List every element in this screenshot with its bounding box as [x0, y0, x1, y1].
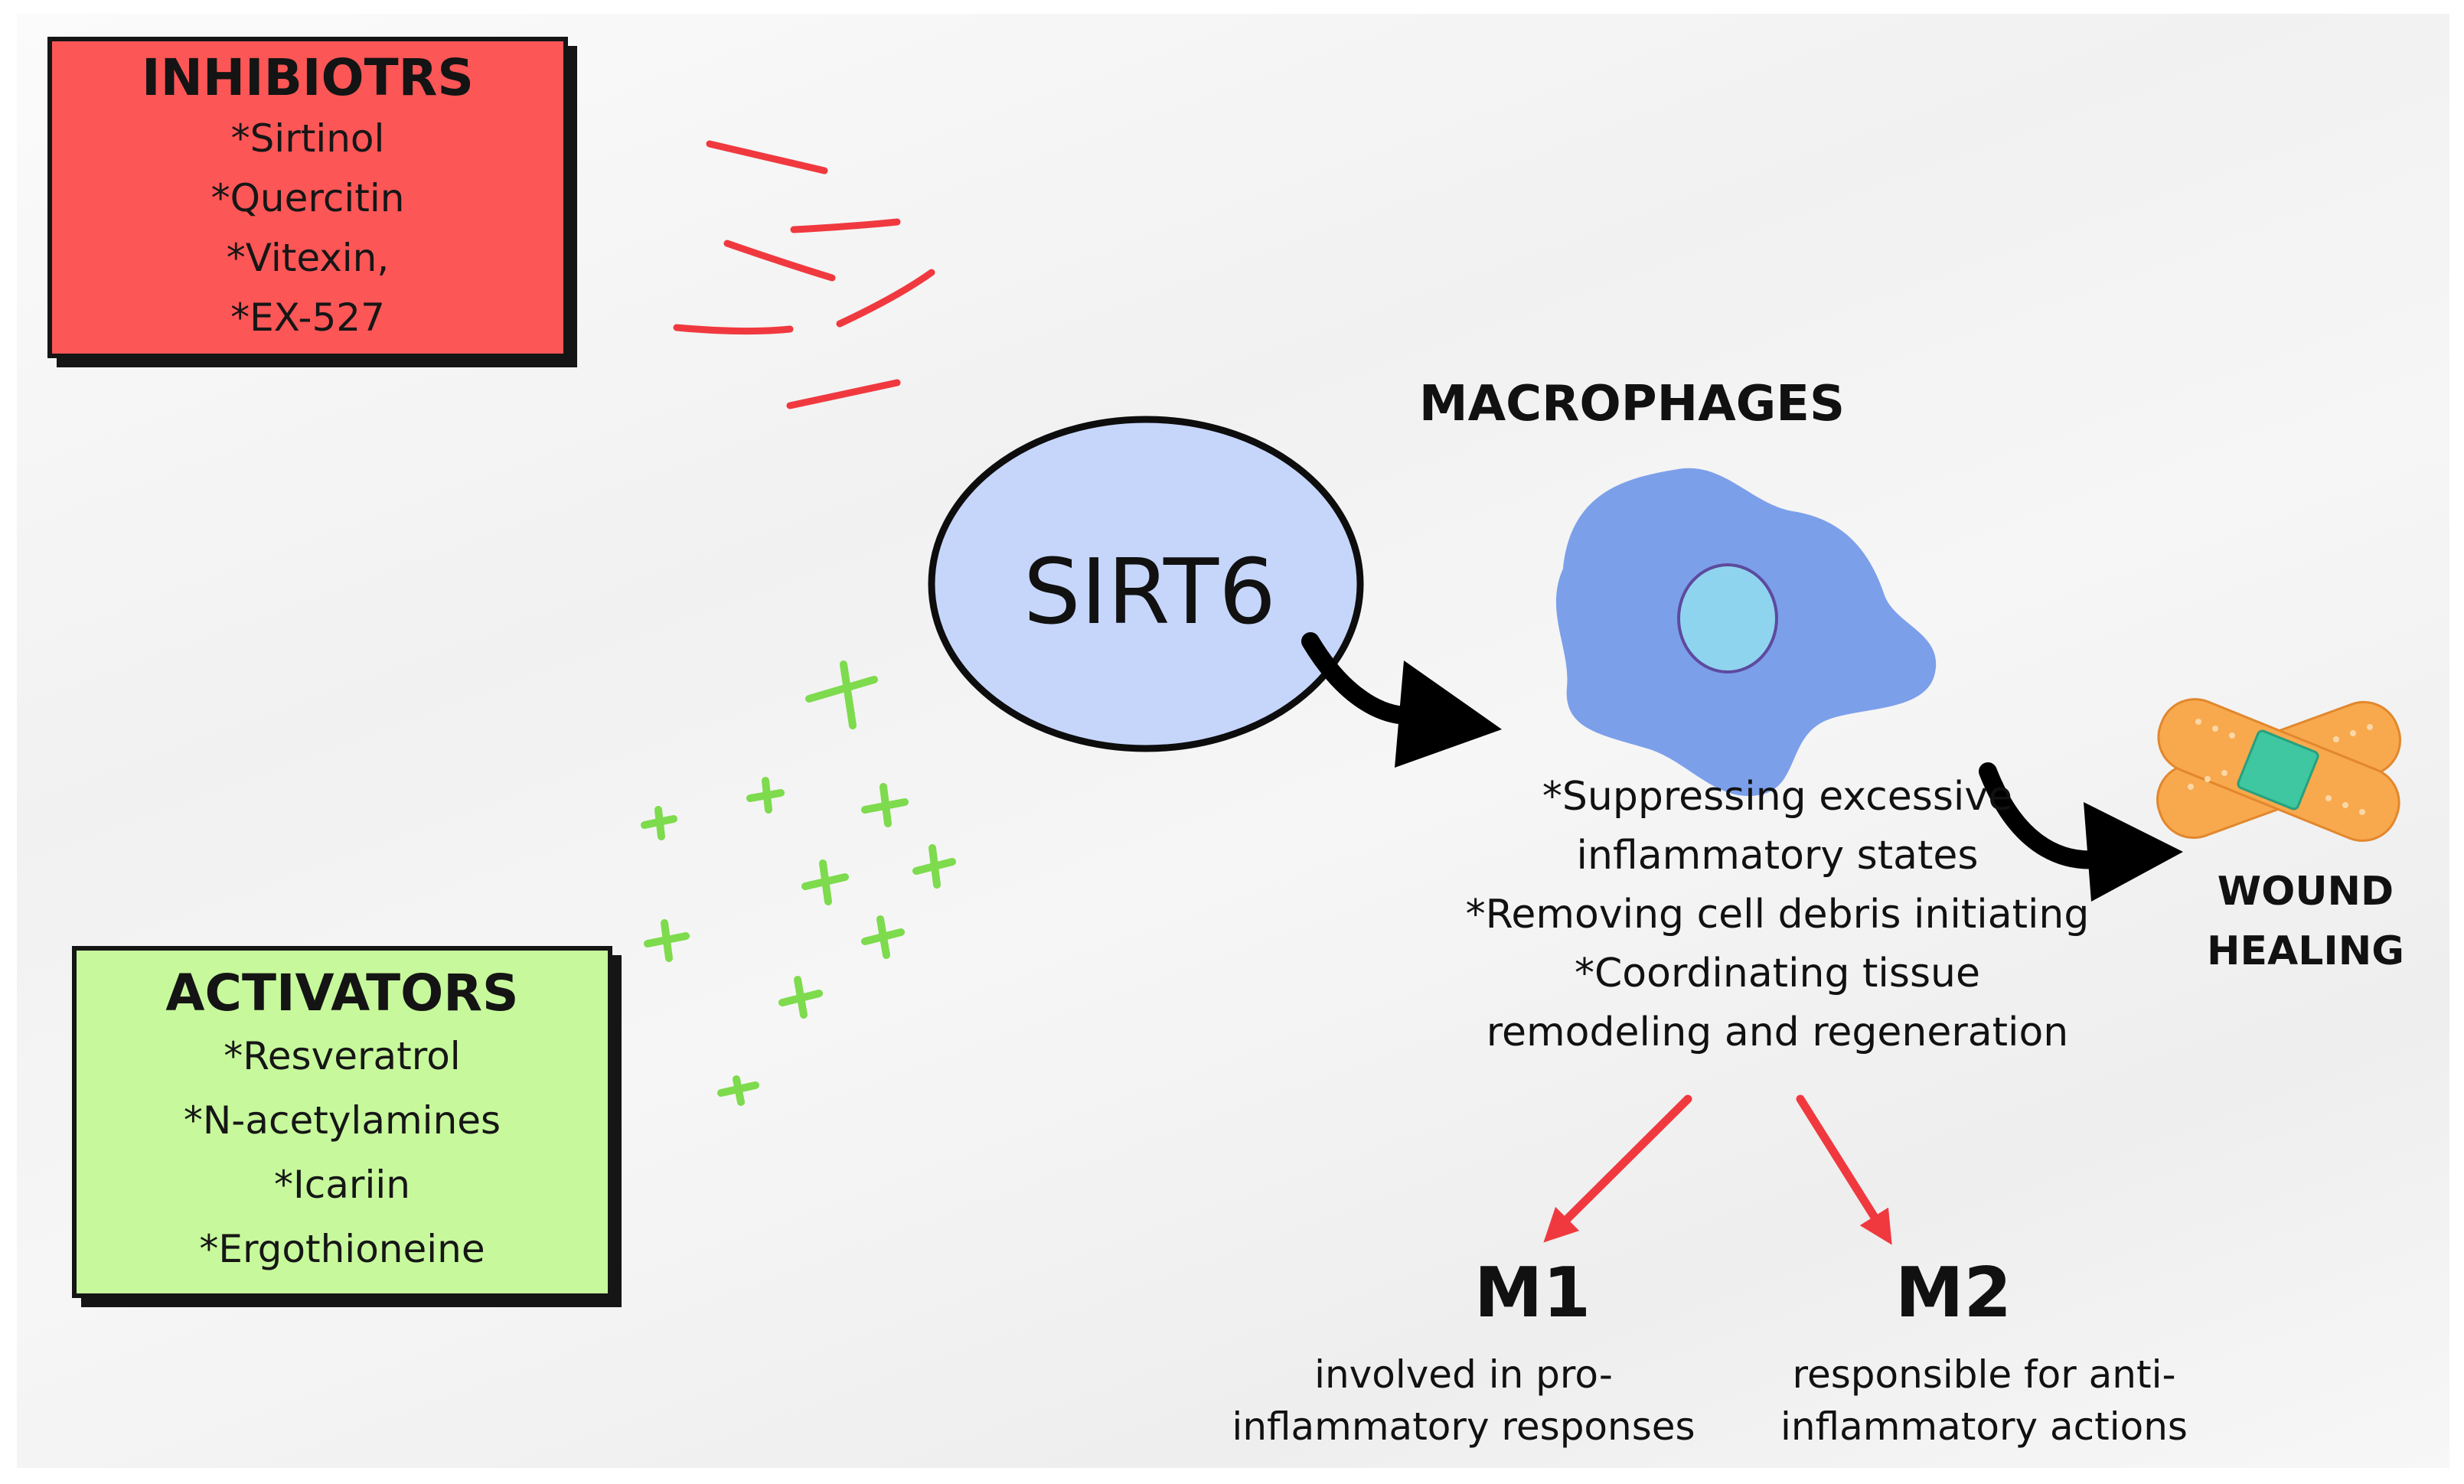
arrow-to-m1	[1543, 1094, 1692, 1243]
macrophage-nucleus	[1677, 563, 1778, 674]
wound-healing-line: WOUND	[2217, 869, 2394, 915]
function-line: *Suppressing excessive	[1542, 774, 2013, 820]
m2-description: responsible for anti- inflammatory actio…	[1708, 1349, 2260, 1453]
inhibitor-item: *Quercitin	[211, 176, 405, 220]
activator-plus-sign	[746, 777, 785, 814]
activator-signs	[641, 660, 956, 1106]
inhibitor-stroke	[836, 269, 935, 328]
inhibitor-stroke	[706, 140, 828, 174]
inhibitor-stroke	[790, 218, 901, 233]
macrophages-title: MACROPHAGES	[1418, 376, 1846, 432]
inhibitors-title: INHIBIOTRS	[142, 48, 474, 107]
inhibitor-item: *EX-527	[230, 295, 385, 340]
activators-title: ACTIVATORS	[165, 964, 519, 1022]
flow-arrow-to-macrophages	[1301, 632, 1502, 768]
inhibitor-strokes	[673, 140, 935, 409]
activator-plus-sign	[912, 844, 956, 889]
arrow-to-m2	[1796, 1094, 1892, 1245]
diagram-canvas: INHIBIOTRS *Sirtinol *Quercitin *Vitexin…	[17, 14, 2449, 1468]
sirt6-node	[928, 416, 1364, 752]
activator-item: *Ergothioneine	[199, 1227, 485, 1271]
inhibitor-stroke	[786, 379, 901, 409]
function-line: remodeling and regeneration	[1486, 1009, 2069, 1055]
activators-box: ACTIVATORS *Resveratrol *N-acetylamines …	[72, 946, 612, 1298]
m1-label: M1	[1474, 1253, 1591, 1333]
function-line: *Removing cell debris initiating	[1465, 892, 2090, 938]
inhibitor-item: *Vitexin,	[226, 236, 390, 280]
macrophage-functions: *Suppressing excessive inflammatory stat…	[1349, 768, 2206, 1062]
inhibitors-box: INHIBIOTRS *Sirtinol *Quercitin *Vitexin…	[47, 37, 568, 358]
wound-healing-label: WOUND HEALING	[2191, 862, 2420, 981]
activator-item: *Icariin	[274, 1163, 410, 1207]
macrophage-cell	[1555, 468, 1937, 797]
sirt6-label: SIRT6	[1023, 539, 1277, 644]
wound-healing-line: HEALING	[2207, 928, 2404, 974]
inhibitor-stroke	[723, 240, 836, 282]
activator-plus-sign	[717, 1075, 759, 1106]
activator-plus-sign	[801, 859, 849, 905]
m1-description: involved in pro- inflammatory responses	[1196, 1349, 1731, 1453]
activator-item: *N-acetylamines	[183, 1098, 501, 1143]
function-line: *Coordinating tissue	[1575, 951, 1980, 996]
m1-description-line: inflammatory responses	[1232, 1404, 1695, 1449]
m2-description-line: inflammatory actions	[1780, 1404, 2188, 1449]
activator-plus-sign	[805, 660, 878, 729]
activator-item: *Resveratrol	[224, 1034, 461, 1078]
activator-plus-sign	[644, 919, 690, 962]
m2-label: M2	[1895, 1253, 2012, 1333]
activator-plus-sign	[861, 915, 905, 959]
diagram-graphics	[641, 140, 2402, 1245]
m1-description-line: involved in pro-	[1314, 1352, 1613, 1397]
activator-plus-sign	[861, 783, 909, 827]
activator-plus-sign	[641, 806, 677, 840]
inhibitor-item: *Sirtinol	[230, 116, 385, 161]
activator-plus-sign	[778, 976, 823, 1019]
bandage-icon	[2156, 698, 2402, 842]
m2-description-line: responsible for anti-	[1792, 1352, 2176, 1397]
flow-arrow-to-wound-healing	[1979, 762, 2183, 902]
inhibitor-stroke	[673, 324, 794, 335]
function-line: inflammatory states	[1576, 833, 1979, 879]
